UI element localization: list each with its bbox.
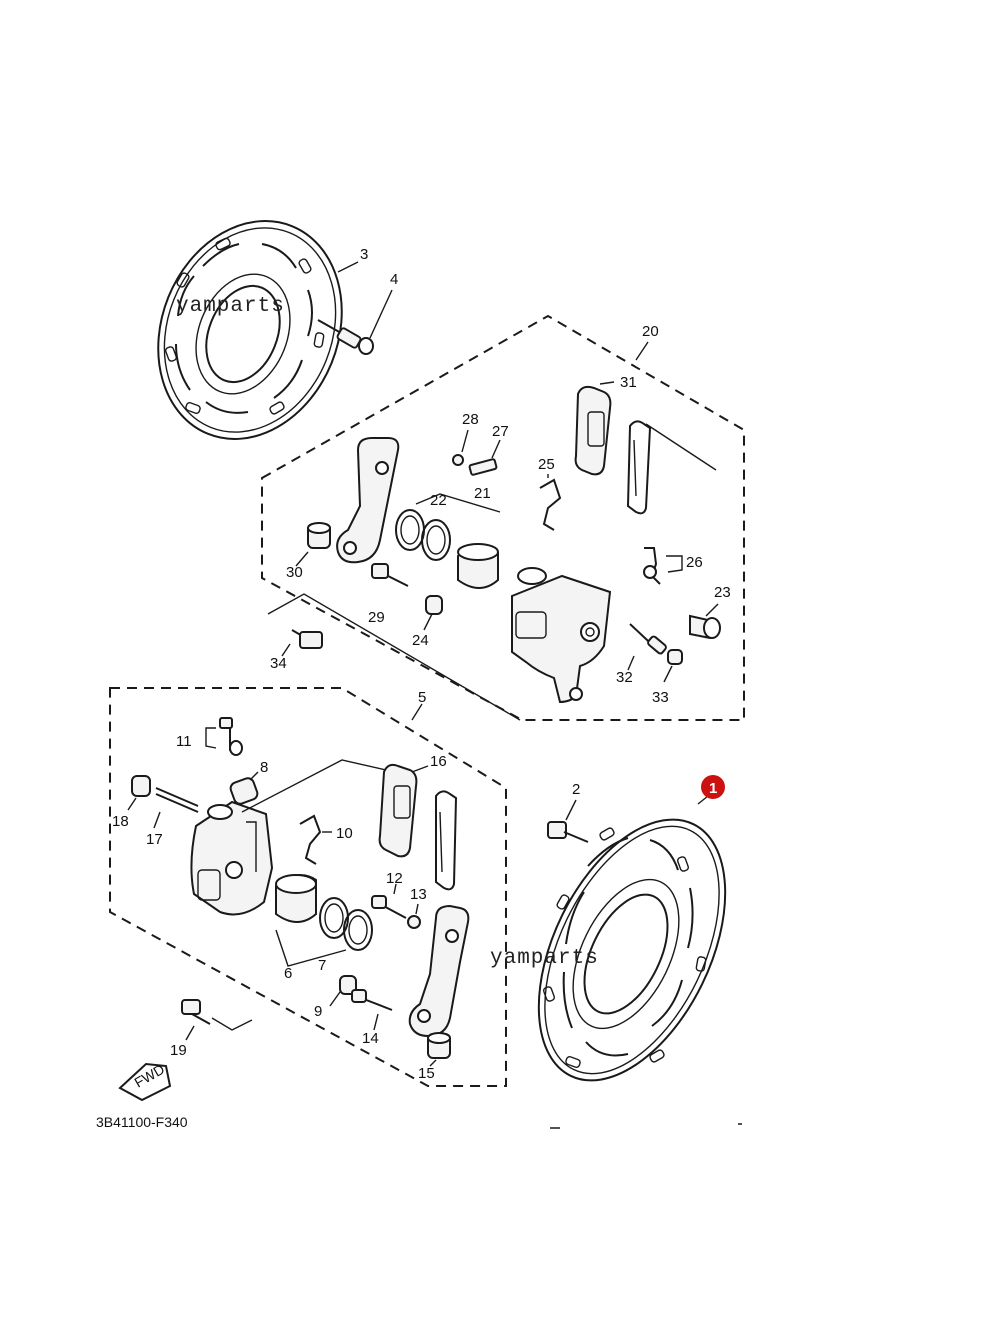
pad-pin-17[interactable] [155, 787, 199, 813]
boot-24[interactable] [425, 595, 443, 615]
piston-front[interactable] [275, 874, 317, 923]
label-16: 16 [430, 753, 447, 770]
leader-3 [337, 261, 359, 273]
disc-bolt-2[interactable] [547, 821, 589, 843]
bolt-12[interactable] [371, 895, 407, 919]
nut-13[interactable] [407, 915, 421, 929]
bleed-screw-11[interactable] [219, 717, 243, 756]
cap-18[interactable] [131, 775, 151, 797]
label-32: 32 [616, 669, 633, 686]
label-4: 4 [390, 271, 398, 288]
plug-33[interactable] [667, 649, 683, 665]
rear-brake-disc-upper[interactable] [126, 193, 373, 467]
label-13: 13 [410, 886, 427, 903]
bleed-screw-27[interactable] [468, 458, 498, 476]
boot-9[interactable] [339, 975, 357, 995]
label-11: 11 [176, 733, 192, 750]
bolt-34[interactable] [291, 629, 323, 649]
label-23: 23 [714, 584, 731, 601]
pad-pin-32[interactable] [629, 623, 667, 655]
leader-4 [369, 289, 393, 339]
diagram-code: 3B41100-F340 [96, 1114, 188, 1130]
brake-pads-16[interactable] [378, 763, 458, 891]
label-18: 18 [112, 813, 129, 830]
label-2: 2 [572, 781, 580, 798]
bleed-screw-26[interactable] [643, 547, 661, 585]
label-29: 29 [368, 609, 385, 626]
front-caliper-assembly-boundary [109, 687, 507, 1087]
label-30: 30 [286, 564, 303, 581]
label-33: 33 [652, 689, 669, 706]
highlight-badge[interactable]: 1 [701, 775, 725, 799]
label-25: 25 [538, 456, 555, 473]
brake-pads-31[interactable] [574, 385, 652, 515]
label-8: 8 [260, 759, 268, 776]
watermark-upper: yamparts [176, 295, 285, 318]
piston-seal-22[interactable] [395, 509, 451, 561]
label-9: 9 [314, 1003, 322, 1020]
label-31: 31 [620, 374, 637, 391]
rear-caliper-assembly-boundary [261, 314, 745, 721]
forward-direction-arrow: FWD [118, 1061, 172, 1102]
sleeve-15[interactable] [427, 1032, 451, 1059]
label-3: 3 [360, 246, 368, 263]
label-19: 19 [170, 1042, 187, 1059]
boot-8[interactable] [229, 777, 259, 806]
label-7: 7 [318, 957, 326, 974]
badge-number: 1 [709, 780, 717, 797]
nut-28[interactable] [452, 454, 464, 466]
label-26: 26 [686, 554, 703, 571]
label-34: 34 [270, 655, 287, 672]
piston-seal-7[interactable] [319, 897, 373, 951]
label-6: 6 [284, 965, 292, 982]
pad-spring-10[interactable] [299, 814, 322, 865]
label-14: 14 [362, 1030, 379, 1047]
label-22: 22 [430, 492, 447, 509]
label-17: 17 [146, 831, 163, 848]
caliper-bracket-front[interactable] [408, 904, 470, 1038]
red-badge-circle [701, 775, 725, 799]
label-24: 24 [412, 632, 429, 649]
label-15: 15 [418, 1065, 435, 1082]
label-28: 28 [462, 411, 479, 428]
label-12: 12 [386, 870, 403, 887]
pad-spring-25[interactable] [539, 478, 562, 531]
disc-bolt-4[interactable] [317, 319, 374, 355]
label-20: 20 [642, 323, 659, 340]
caliper-bracket-rear[interactable] [336, 437, 400, 564]
rear-caliper-body[interactable] [511, 567, 612, 704]
piston-rear[interactable] [457, 543, 499, 589]
label-10: 10 [336, 825, 353, 842]
bolt-19[interactable] [181, 999, 211, 1025]
sleeve-30[interactable] [307, 522, 331, 549]
label-21: 21 [474, 485, 491, 502]
label-5: 5 [418, 689, 426, 706]
watermark-lower: yamparts [490, 947, 599, 970]
front-brake-disc[interactable] [501, 790, 764, 1110]
front-caliper-body[interactable] [190, 800, 274, 916]
bolt-14[interactable] [351, 989, 393, 1011]
label-27: 27 [492, 423, 509, 440]
cap-23[interactable] [689, 614, 721, 640]
bolt-29[interactable] [371, 563, 409, 587]
stray-marks [550, 1123, 742, 1129]
